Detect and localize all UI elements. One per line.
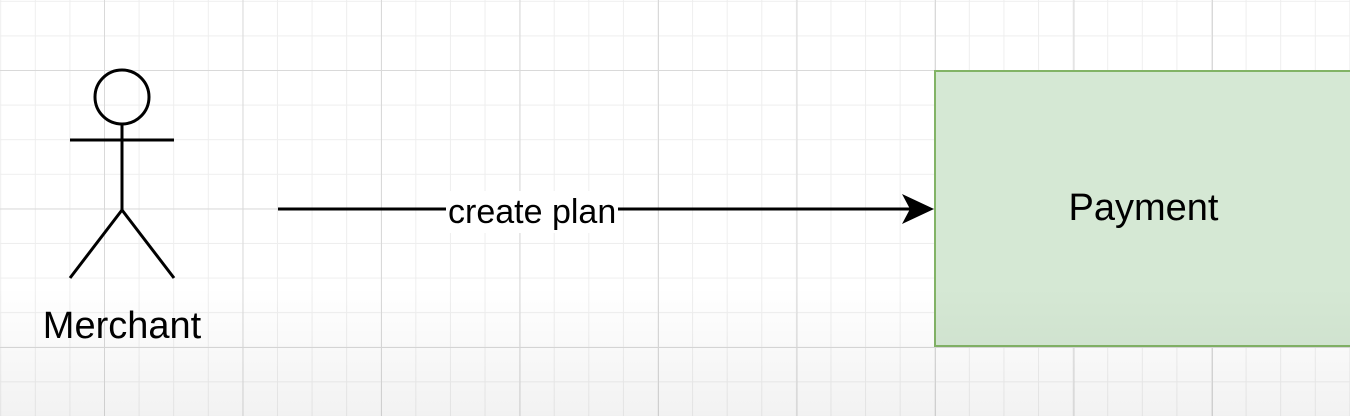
actor-label: Merchant — [42, 305, 202, 347]
edge-arrowhead — [902, 194, 934, 224]
actor-figure[interactable] — [68, 68, 176, 279]
payment-box-fill — [934, 70, 1350, 347]
actor-head — [93, 68, 151, 126]
payment-label: Payment — [1068, 187, 1219, 229]
edge-label: create plan — [446, 191, 619, 233]
actor-right-leg — [120, 209, 176, 279]
payment-box[interactable]: Payment — [934, 70, 1350, 347]
actor-left-leg — [68, 209, 124, 279]
